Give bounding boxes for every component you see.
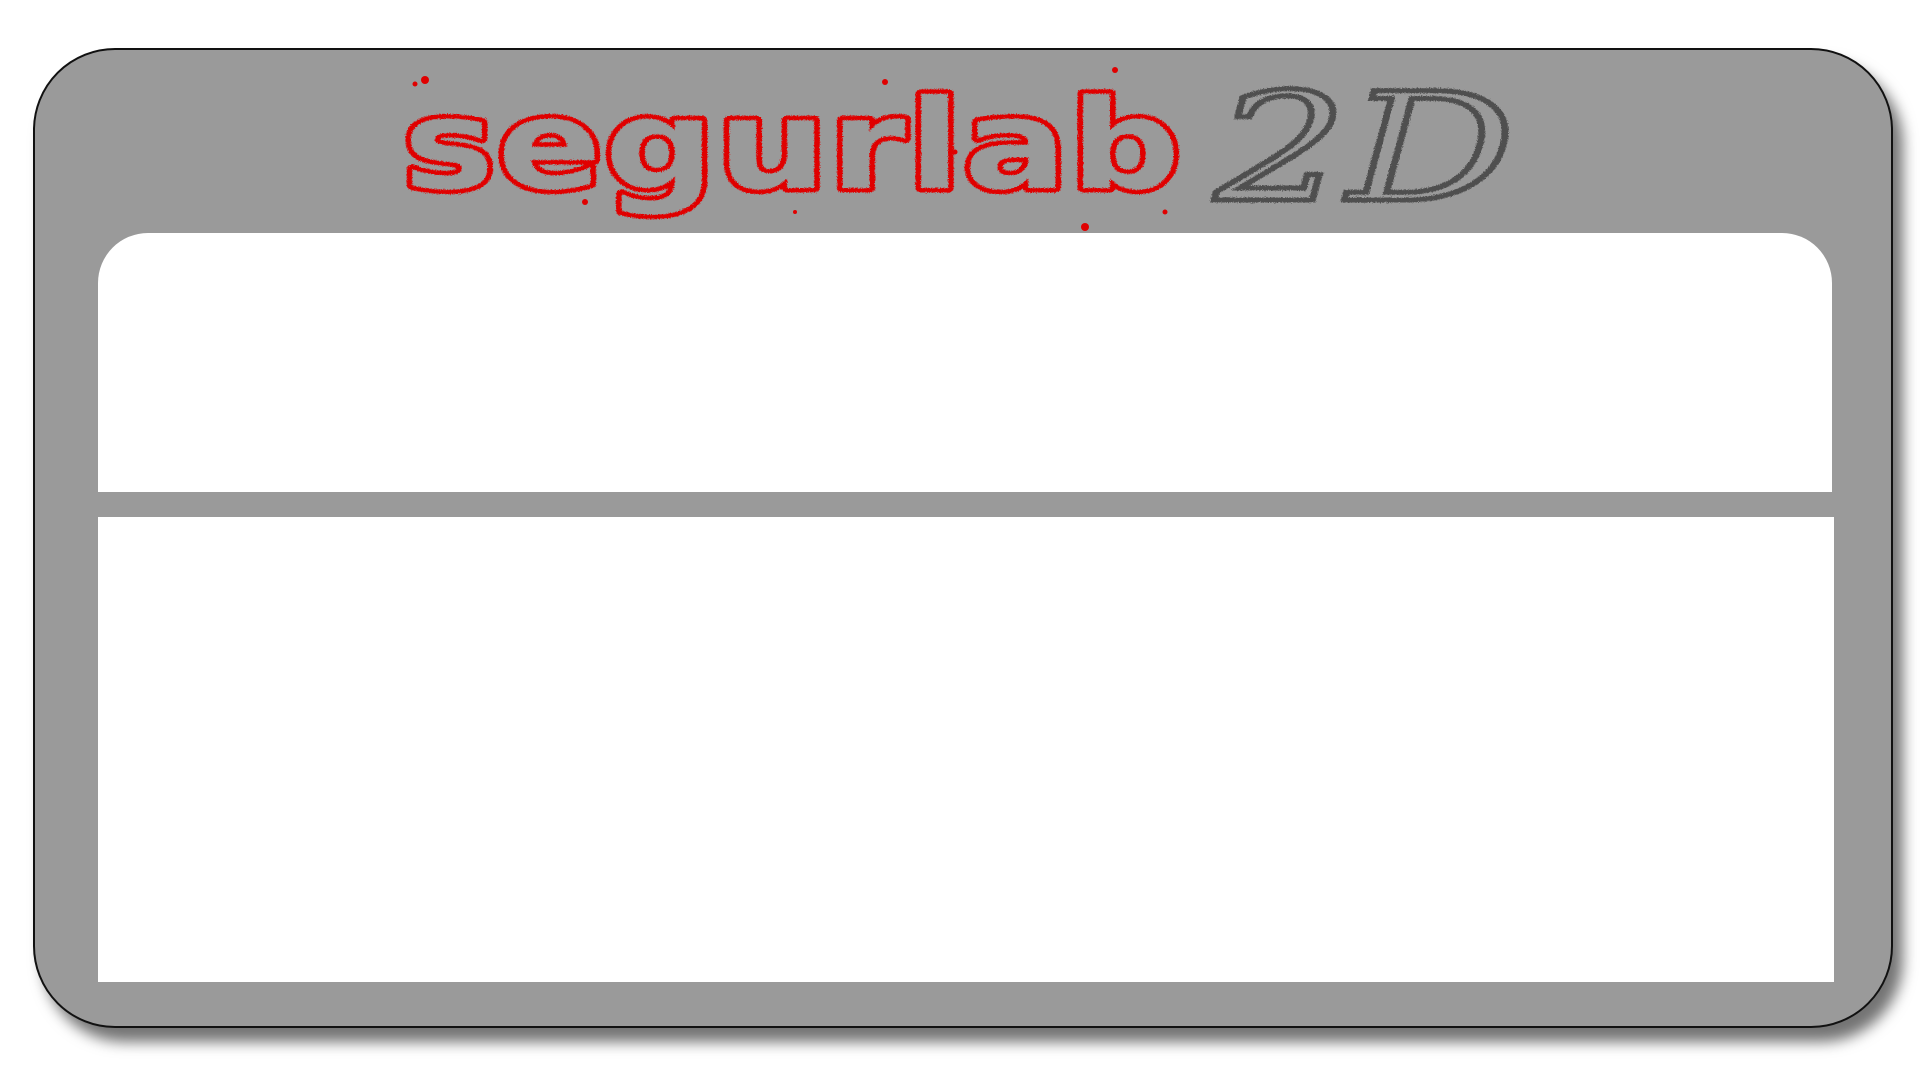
logo-suffix: 2D xyxy=(1214,62,1515,236)
logo-splatter xyxy=(412,67,1168,231)
top-text-panel xyxy=(98,233,1832,492)
segurlab-2d-logo: segurlab 2D xyxy=(395,62,1555,242)
logo-graphic: segurlab 2D xyxy=(399,62,1518,239)
bottom-text-panel xyxy=(98,517,1834,982)
logo-brand-word: segurlab xyxy=(403,74,1183,218)
